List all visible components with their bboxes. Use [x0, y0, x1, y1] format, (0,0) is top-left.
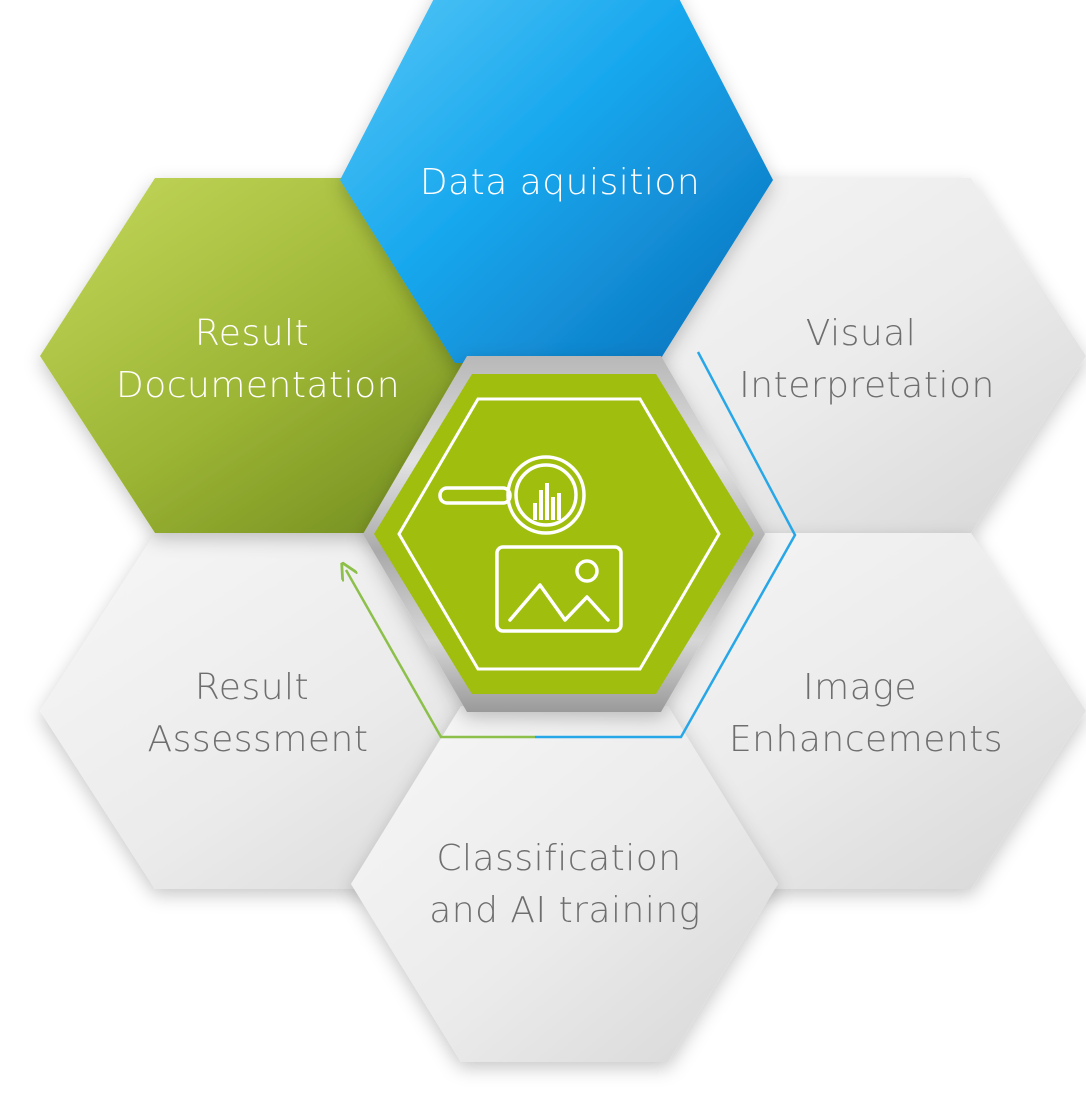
flow-line-blue: [535, 351, 797, 739]
center-hexagon: [374, 374, 754, 694]
label-result-assessment: Result Assessment: [148, 667, 369, 760]
bar-chart-icon: [533, 483, 561, 520]
magnifier-chart-image-icon: [438, 455, 623, 633]
label-classification-ai-training: Classification and AI training: [429, 838, 701, 931]
label-result-documentation: Result Documentation: [116, 313, 400, 406]
center-hexagon-inner-outline: [397, 397, 721, 671]
label-data-aquisition: Data aquisition: [420, 162, 700, 203]
hexagon-classification-ai-training[interactable]: [351, 706, 778, 1062]
hexagon-data-aquisition[interactable]: [340, 0, 773, 363]
label-visual-interpretation: Visual Interpretation: [739, 313, 995, 406]
label-image-enhancements: Image Enhancements: [729, 667, 1003, 760]
flow-line-green: [346, 570, 535, 739]
